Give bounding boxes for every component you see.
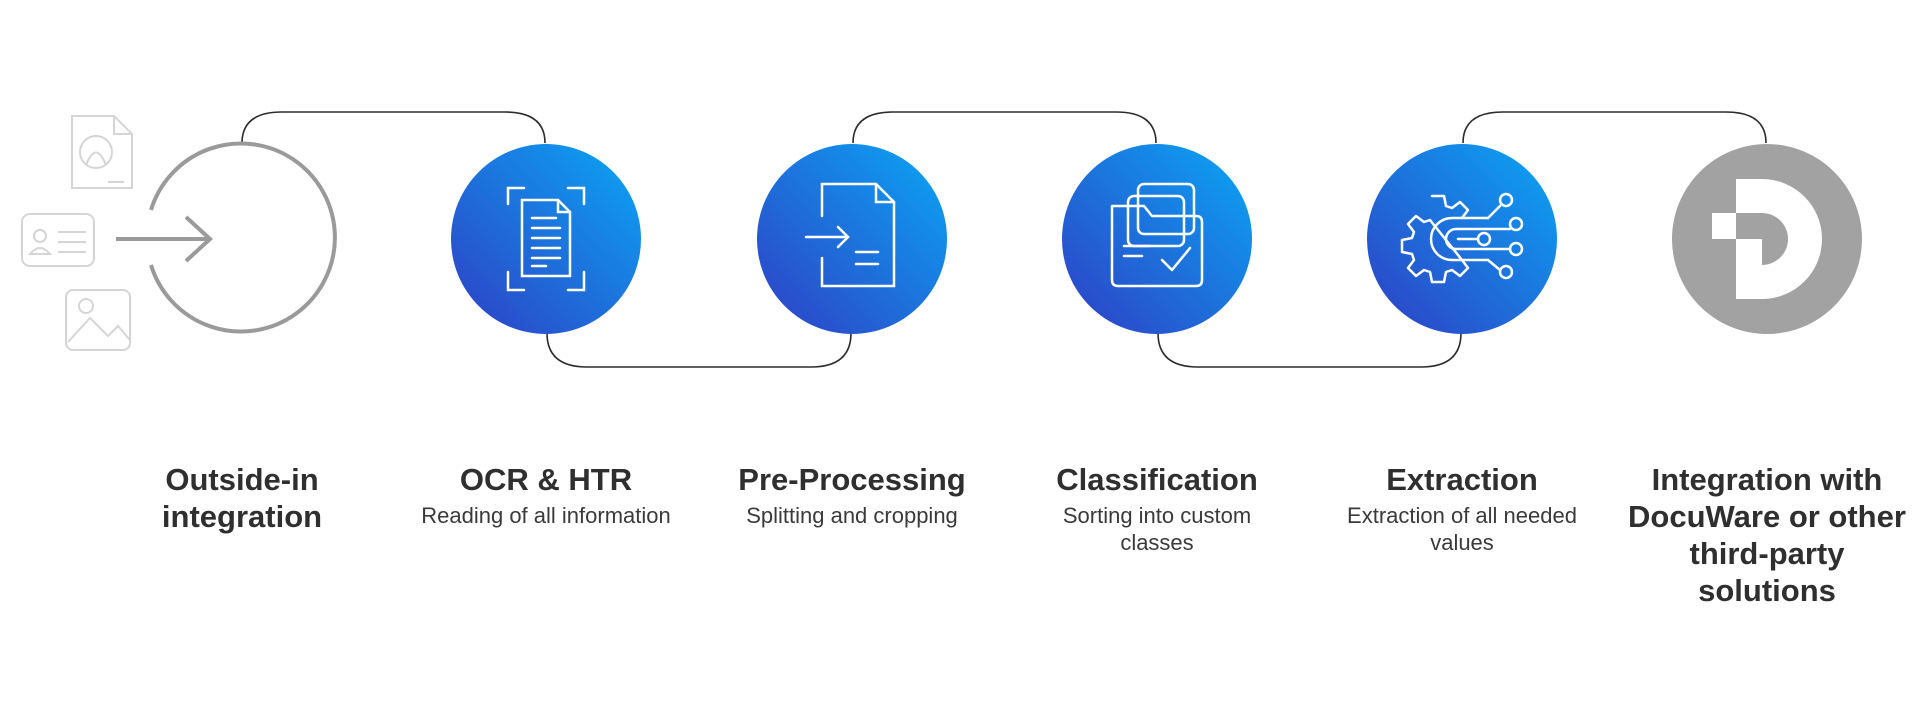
step-title: Outside-in integration [161,462,323,534]
connector-4-5 [1157,332,1462,368]
step-title: Extraction [1386,462,1538,497]
step-subtitle: Sorting into custom classes [1062,503,1252,555]
connector-lines [241,111,1767,368]
step-circle-docuware [1672,144,1862,334]
step-subtitle: Extraction of all needed values [1347,503,1577,555]
connector-5-6 [1462,111,1767,144]
entry-arrow-ring-icon [116,141,337,334]
connector-2-3 [546,332,852,368]
id-card-icon [21,213,95,267]
step-title: Integration with DocuWare or other third… [1628,462,1906,608]
step-label-ocr: OCR & HTR Reading of all information [416,461,676,529]
step-label-outside-in: Outside-in integration [112,461,372,535]
gear-circuit-icon [1400,192,1524,284]
step-circle-ocr [451,144,641,334]
connector-3-4 [852,111,1157,144]
document-scan-icon [506,186,586,292]
pdf-document-icon [71,115,133,189]
step-circle-classification [1062,144,1252,334]
input-icons [21,115,133,351]
document-arrow-icon [804,182,896,288]
connector-1-2 [241,111,546,144]
step-circle-extraction [1367,144,1557,334]
step-title: OCR & HTR [459,462,633,497]
image-icon [65,289,131,351]
step-title: Pre-Processing [738,462,966,497]
step-label-classification: Classification Sorting into custom class… [1027,461,1287,556]
folder-check-icon [1110,182,1204,288]
step-circle-preprocessing [757,144,947,334]
step-subtitle: Splitting and cropping [746,503,958,528]
docuware-logo-icon [1712,179,1822,299]
step-title: Classification [1056,462,1258,497]
step-label-integration: Integration with DocuWare or other third… [1627,461,1907,609]
step-subtitle: Reading of all information [421,503,671,528]
step-label-preprocessing: Pre-Processing Splitting and cropping [722,461,982,529]
step-label-extraction: Extraction Extraction of all needed valu… [1332,461,1592,556]
